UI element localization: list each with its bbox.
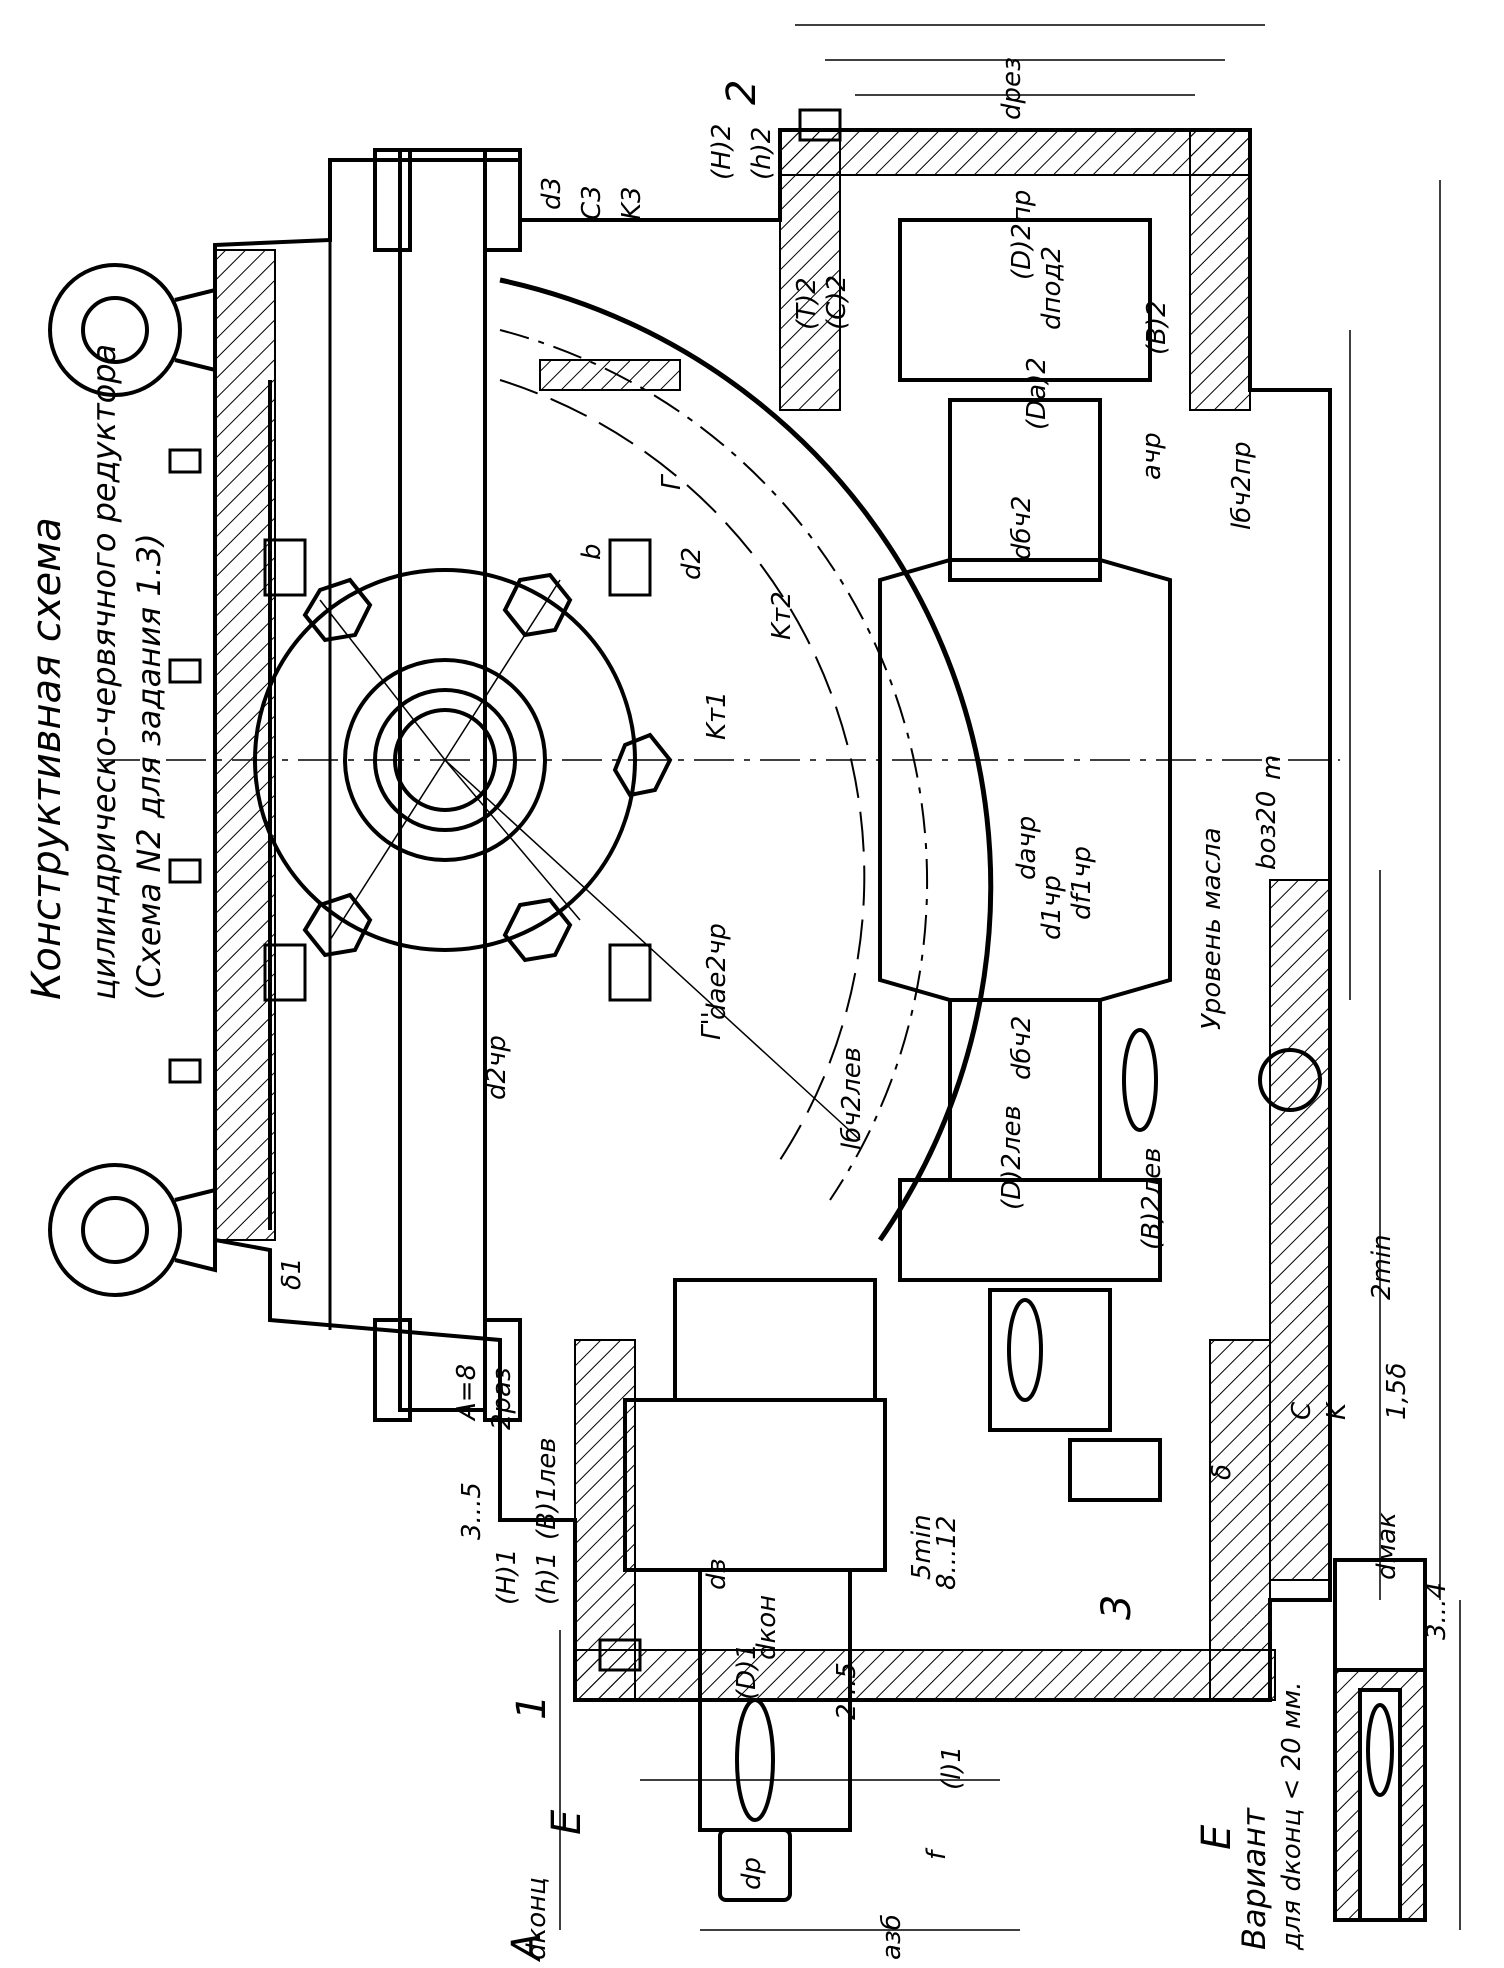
part-number-2: 2	[719, 80, 765, 105]
variant-label: Вариант	[1235, 1807, 1273, 1950]
section-mark-letter: Е	[544, 1809, 590, 1835]
hub-radial-lines	[100, 579, 1340, 1141]
label-B2: (B)2	[1142, 300, 1172, 355]
label-K3: K3	[617, 186, 647, 220]
oil-drain	[1122, 1028, 1322, 1132]
label-dkon: dкон	[752, 1595, 782, 1660]
label-B2lev: (B)2лев	[1137, 1147, 1167, 1250]
label-D1: (D)1	[732, 1643, 762, 1700]
lifting-eye-top	[48, 263, 217, 397]
variant-condition: для dконц < 20 мм.	[1277, 1682, 1307, 1951]
label-dmak: dмак	[1372, 1512, 1402, 1580]
lifting-eye-bottom	[48, 1163, 217, 1297]
label-lbch2pr: lбч2пр	[1227, 441, 1257, 530]
worm-shaft	[878, 218, 1172, 1282]
housing-walls-hatched	[214, 129, 1331, 1701]
label-H1: (H)1	[492, 1549, 522, 1605]
label-C: C	[1287, 1401, 1317, 1420]
label-dbch2-lower: dбч2	[1007, 1016, 1037, 1080]
part-number-3: 3	[1094, 1595, 1140, 1620]
label-2min: 2min	[1367, 1234, 1397, 1300]
label-lbch2lev: lбч2лев	[837, 1047, 867, 1150]
label-db: dв	[702, 1558, 732, 1590]
label-dres: dрез	[997, 57, 1027, 120]
title-line-2: цилиндрическо-червячного редуктора	[85, 344, 123, 1000]
bolts	[168, 108, 842, 1672]
label-d2chr: d2чр	[482, 1035, 512, 1100]
label-df1chr: df1чр	[1067, 846, 1097, 920]
label-delta: δ	[1207, 1464, 1237, 1480]
label-achr: aчр	[1137, 432, 1167, 480]
label-8-12: 8...12	[932, 1516, 962, 1590]
variant-detail	[1333, 1558, 1427, 1922]
part-number-1: 1	[509, 1695, 555, 1720]
label-2-5: 2...5	[832, 1662, 862, 1720]
label-Kt1: Kт1	[702, 691, 732, 740]
label-d1chr: d1чр	[1037, 875, 1067, 940]
label-D2lev: (D)2лев	[997, 1105, 1027, 1210]
label-Da2: (Da)2	[1022, 357, 1052, 430]
label-l1: (l)1	[937, 1746, 967, 1790]
label-m: m	[1257, 755, 1287, 780]
label-b: b	[577, 543, 607, 560]
label-bozi: bоз20	[1252, 791, 1282, 870]
label-delta1: δ1	[277, 1258, 307, 1290]
label-1-5delta: 1,5δ	[1382, 1363, 1412, 1420]
hub-flange	[253, 568, 673, 963]
title-line-1: Конструктивная схема	[24, 517, 70, 1000]
label-dbch2: dбч2	[1007, 496, 1037, 560]
label-f: f	[922, 1847, 952, 1860]
label-dpod2: dпод2	[1037, 246, 1067, 330]
housing-outline	[213, 128, 1332, 1702]
worm-wheel	[499, 277, 994, 1242]
title-block: Конструктивная схема цилиндрическо-червя…	[24, 344, 168, 1000]
label-dae2chr: dаe2чр	[702, 923, 732, 1020]
label-2raz: 2раз	[487, 1367, 517, 1430]
label-G: Г	[657, 473, 687, 490]
label-d2: d2	[677, 547, 707, 580]
label-h1: (h)1	[532, 1552, 562, 1605]
label-dachr: dачр	[1012, 816, 1042, 880]
label-dkonts: dконц	[522, 1877, 552, 1960]
label-3-4: 3...4	[1422, 1582, 1452, 1640]
label-D2pr: (D)2пр	[1007, 190, 1037, 280]
label-Kt2: Kт2	[767, 591, 797, 640]
label-dp: dр	[737, 1857, 767, 1890]
view-arrow-letter: А	[504, 1933, 550, 1963]
label-C2: (C)2	[822, 275, 852, 330]
label-B1lev: (B)1лев	[532, 1437, 562, 1540]
label-oil-level: Уровень масла	[1197, 827, 1227, 1030]
label-3-5: 3...5	[457, 1482, 487, 1540]
label-5min: 5min	[907, 1514, 937, 1580]
variant-label-block: Е Вариант для dконц < 20 мм.	[1194, 1682, 1307, 1951]
label-d3: d3	[537, 177, 567, 210]
label-azb: aзб	[877, 1914, 907, 1960]
label-A8: A=8	[452, 1364, 482, 1422]
cross-bar	[373, 148, 522, 1422]
label-H2: (H)2	[707, 124, 737, 180]
label-K: K	[1322, 1401, 1352, 1420]
input-shaft	[623, 1278, 1162, 1902]
label-G-double: Г''	[697, 1011, 727, 1040]
dimension-labels: Уровень масла d2чр dаe2чр dачр d1чр df1ч…	[277, 57, 1452, 1960]
dimension-lines	[559, 24, 1461, 1931]
label-C3: C3	[577, 185, 607, 220]
variant-view-letter: Е	[1194, 1824, 1240, 1850]
label-h2: (h)2	[747, 127, 777, 180]
label-T2: (T)2	[792, 277, 822, 330]
title-line-3: (Схема N2 для задания 1.3)	[130, 533, 168, 1000]
